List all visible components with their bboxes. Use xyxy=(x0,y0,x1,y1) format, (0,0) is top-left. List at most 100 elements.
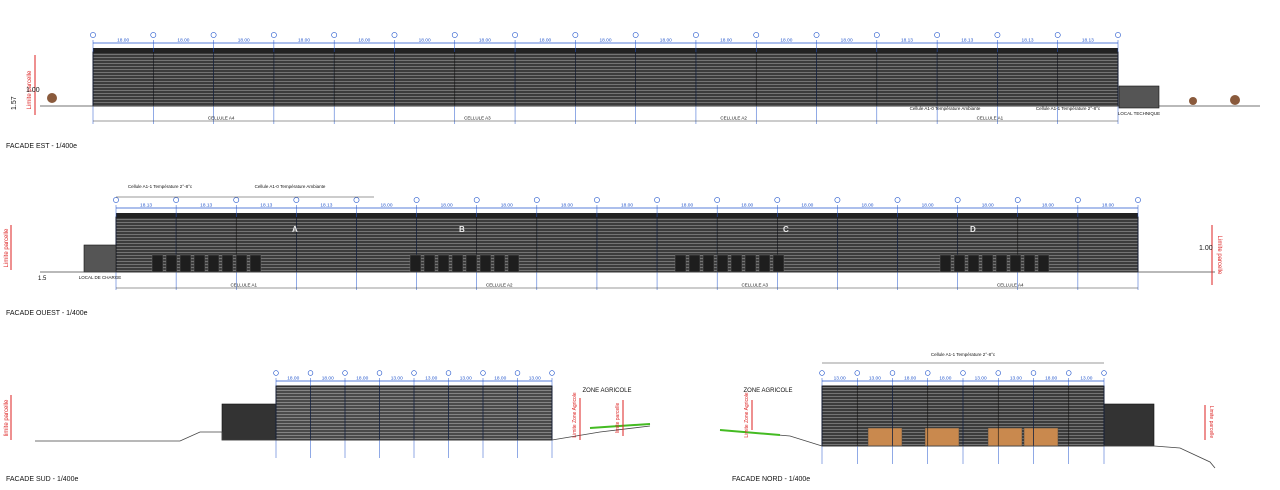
sud-zone-agricole: ZONE AGRICOLE xyxy=(582,388,631,394)
dock-door xyxy=(772,254,785,273)
grid-dimension: 18.00 xyxy=(381,203,393,209)
grid-bubble xyxy=(774,197,781,203)
dock-door xyxy=(953,254,966,273)
grid-bubble xyxy=(270,32,277,38)
dock-door xyxy=(507,254,520,273)
grid-bubble xyxy=(654,197,660,203)
dock-door xyxy=(221,254,234,273)
facade-panel xyxy=(924,427,960,447)
nord-zone-agricole: ZONE AGRICOLE xyxy=(743,388,792,394)
dock-door xyxy=(423,254,436,273)
grid-dimension: 18.00 xyxy=(1045,376,1057,382)
grid-dimension: 18.00 xyxy=(561,203,573,209)
dock-door xyxy=(744,254,757,273)
cell-letter: C xyxy=(783,225,789,234)
grid-bubble xyxy=(632,32,639,38)
grid-bubble xyxy=(512,32,518,38)
ouest-height-left: 1.5 xyxy=(38,276,47,282)
ouest-docks xyxy=(151,254,1050,273)
grid-bubble xyxy=(854,370,860,376)
grid-bubble xyxy=(1101,370,1107,376)
grid-bubble xyxy=(934,32,941,38)
tree-icon xyxy=(47,93,57,103)
grid-dimension: 18.00 xyxy=(741,203,753,209)
grid-dimension: 18.00 xyxy=(287,376,299,382)
grid-bubble xyxy=(342,370,348,376)
grid-dimension: 18.13 xyxy=(901,38,913,44)
grid-bubble xyxy=(376,370,383,376)
sud-limit-zone-label: Limite Zone Agricole xyxy=(572,392,578,438)
grid-dimension: 18.00 xyxy=(801,203,813,209)
grid-dimension: 18.00 xyxy=(238,38,250,44)
grid-dimension: 18.00 xyxy=(356,376,368,382)
grid-bubble xyxy=(819,370,825,376)
grid-bubble xyxy=(473,197,480,203)
est-title: FACADE EST - 1/400e xyxy=(6,143,77,150)
grid-bubble xyxy=(693,32,699,38)
cell-label: CELLULE A1 xyxy=(230,283,257,288)
nord-green-ground xyxy=(719,429,781,436)
grid-bubble xyxy=(813,32,820,38)
grid-bubble xyxy=(293,197,300,203)
dock-door xyxy=(479,254,492,273)
grid-bubble xyxy=(925,370,931,376)
grid-dimension: 18.00 xyxy=(298,38,310,44)
dock-door xyxy=(981,254,994,273)
grid-bubble xyxy=(714,197,721,203)
nord-zone-a11: Cellule A1-1 Température 2°-8°c xyxy=(931,352,996,357)
grid-dimension: 18.00 xyxy=(1102,203,1114,209)
grid-bubble xyxy=(210,32,217,38)
ouest-local-charge xyxy=(83,244,117,273)
grid-dimension: 13.00 xyxy=(1010,376,1022,382)
dock-door xyxy=(151,254,164,273)
grid-bubble xyxy=(1054,32,1061,38)
dock-door xyxy=(249,254,262,273)
ouest-parapet xyxy=(116,213,1138,218)
dock-door xyxy=(730,254,743,273)
grid-dimension: 18.13 xyxy=(140,203,152,209)
grid-bubble xyxy=(411,370,417,376)
grid-bubble xyxy=(1030,370,1037,376)
dock-door xyxy=(235,254,248,273)
grid-dimension: 13.00 xyxy=(425,376,437,382)
dock-door xyxy=(179,254,192,273)
grid-dimension: 13.00 xyxy=(975,376,987,382)
grid-bubble xyxy=(1014,197,1021,203)
grid-dimension: 18.00 xyxy=(922,203,934,209)
grid-bubble xyxy=(514,370,521,376)
grid-bubble xyxy=(753,32,760,38)
nord-limit-label: Limite parcelle xyxy=(1208,406,1214,438)
grid-dimension: 18.00 xyxy=(501,203,513,209)
dock-door xyxy=(493,254,506,273)
est-building xyxy=(92,51,1119,107)
dock-door xyxy=(465,254,478,273)
grid-bubble xyxy=(113,197,119,203)
grid-dimension: 18.00 xyxy=(539,38,551,44)
sud-ground xyxy=(35,425,651,442)
dock-door xyxy=(939,254,952,273)
cell-letter: D xyxy=(970,225,976,234)
grid-dimension: 18.00 xyxy=(660,38,672,44)
sud-limit-label-right: limite parcelle xyxy=(615,403,621,434)
tree-icon xyxy=(1189,97,1197,105)
grid-bubble xyxy=(995,370,1001,376)
grid-bubble xyxy=(413,197,420,203)
cell-label: CELLULE A3 xyxy=(741,283,768,288)
grid-bubble xyxy=(353,197,360,203)
ouest-local-charge-label: LOCAL DE CHARGE xyxy=(79,275,122,280)
grid-bubble xyxy=(994,32,1001,38)
grid-dimension: 18.00 xyxy=(177,38,189,44)
grid-bubble xyxy=(1074,197,1081,203)
grid-bubble xyxy=(549,370,555,376)
nord-office xyxy=(1103,403,1155,447)
grid-bubble xyxy=(1135,197,1141,203)
grid-bubble xyxy=(391,32,398,38)
grid-bubble xyxy=(873,32,880,38)
ouest-limit-label: Limite parcelle xyxy=(1216,236,1222,275)
